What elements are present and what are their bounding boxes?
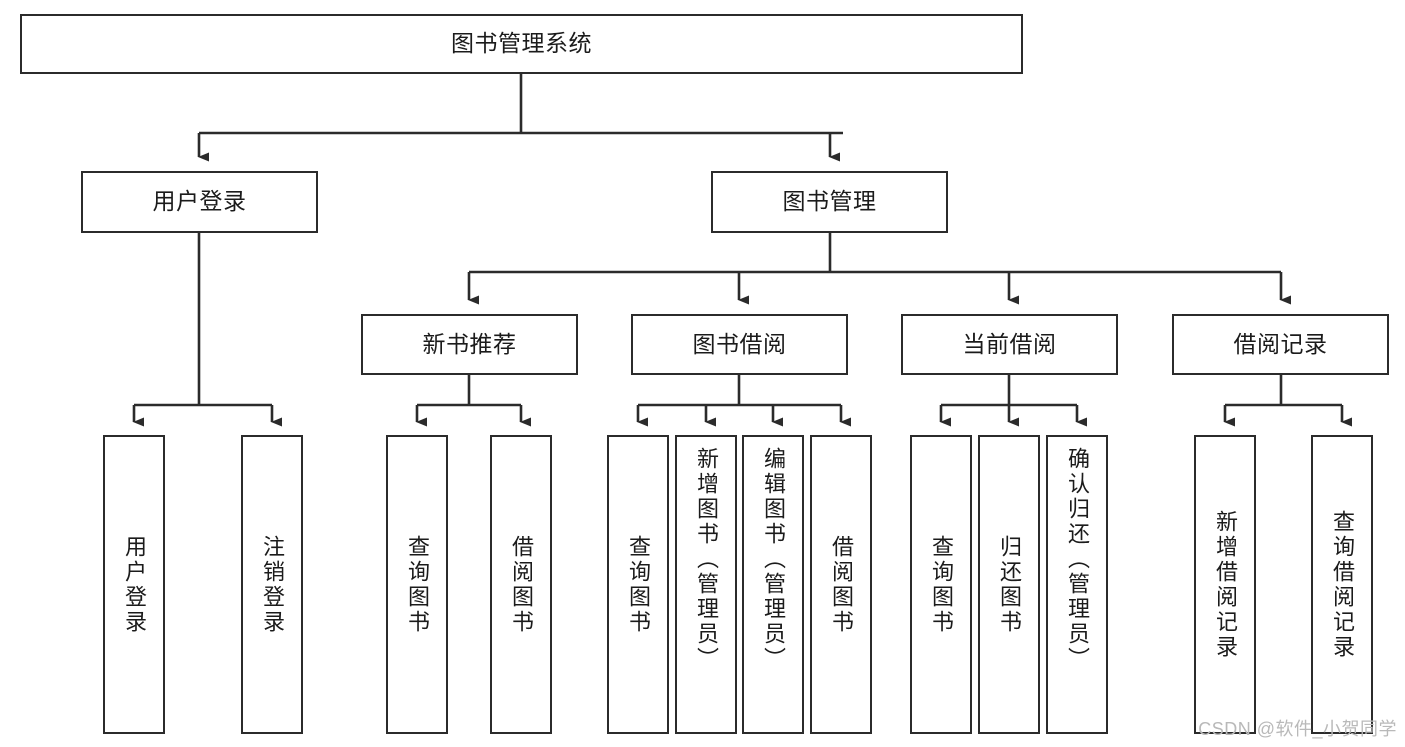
node-label: 查询图书 (626, 534, 651, 635)
leaf-user-login[interactable]: 用户登录 (103, 435, 165, 734)
node-label: 新增借阅记录 (1213, 509, 1238, 660)
node-new-book-recommend[interactable]: 新书推荐 (361, 314, 578, 375)
leaf-query-borrow-record[interactable]: 查询借阅记录 (1311, 435, 1373, 734)
leaf-borrow-book-new[interactable]: 借阅图书 (490, 435, 552, 734)
node-label: 新书推荐 (422, 330, 517, 357)
node-label: 查询借阅记录 (1330, 509, 1355, 660)
node-label: 用户登录 (122, 534, 147, 635)
node-user-login[interactable]: 用户登录 (81, 171, 318, 233)
node-label: 当前借阅 (962, 330, 1057, 357)
leaf-borrow-book[interactable]: 借阅图书 (810, 435, 872, 734)
node-book-management[interactable]: 图书管理 (711, 171, 948, 233)
node-label: 查询图书 (405, 534, 430, 635)
node-label: 确认归还（管理员） (1065, 447, 1090, 672)
node-current-borrow[interactable]: 当前借阅 (901, 314, 1118, 375)
leaf-query-book-borrow[interactable]: 查询图书 (607, 435, 669, 734)
node-label: 归还图书 (997, 534, 1022, 635)
leaf-query-book-current[interactable]: 查询图书 (910, 435, 972, 734)
node-label: 借阅记录 (1233, 330, 1328, 357)
node-borrow-record[interactable]: 借阅记录 (1172, 314, 1389, 375)
node-label: 图书借阅 (692, 330, 787, 357)
node-label: 新增图书（管理员） (694, 447, 719, 672)
watermark-text: CSDN @软件_小贺同学 (1198, 719, 1397, 739)
leaf-add-book-admin[interactable]: 新增图书（管理员） (675, 435, 737, 734)
leaf-add-borrow-record[interactable]: 新增借阅记录 (1194, 435, 1256, 734)
node-root-system[interactable]: 图书管理系统 (20, 14, 1023, 74)
node-book-borrow[interactable]: 图书借阅 (631, 314, 848, 375)
leaf-return-book[interactable]: 归还图书 (978, 435, 1040, 734)
node-label: 图书管理系统 (451, 30, 592, 57)
node-label: 查询图书 (929, 534, 954, 635)
node-label: 用户登录 (152, 188, 247, 215)
leaf-query-book-new[interactable]: 查询图书 (386, 435, 448, 734)
node-label: 借阅图书 (829, 534, 854, 635)
node-label: 图书管理 (782, 188, 877, 215)
node-label: 注销登录 (260, 534, 285, 635)
leaf-logout[interactable]: 注销登录 (241, 435, 303, 734)
leaf-confirm-return-admin[interactable]: 确认归还（管理员） (1046, 435, 1108, 734)
node-label: 借阅图书 (509, 534, 534, 635)
node-label: 编辑图书（管理员） (761, 447, 786, 672)
leaf-edit-book-admin[interactable]: 编辑图书（管理员） (742, 435, 804, 734)
